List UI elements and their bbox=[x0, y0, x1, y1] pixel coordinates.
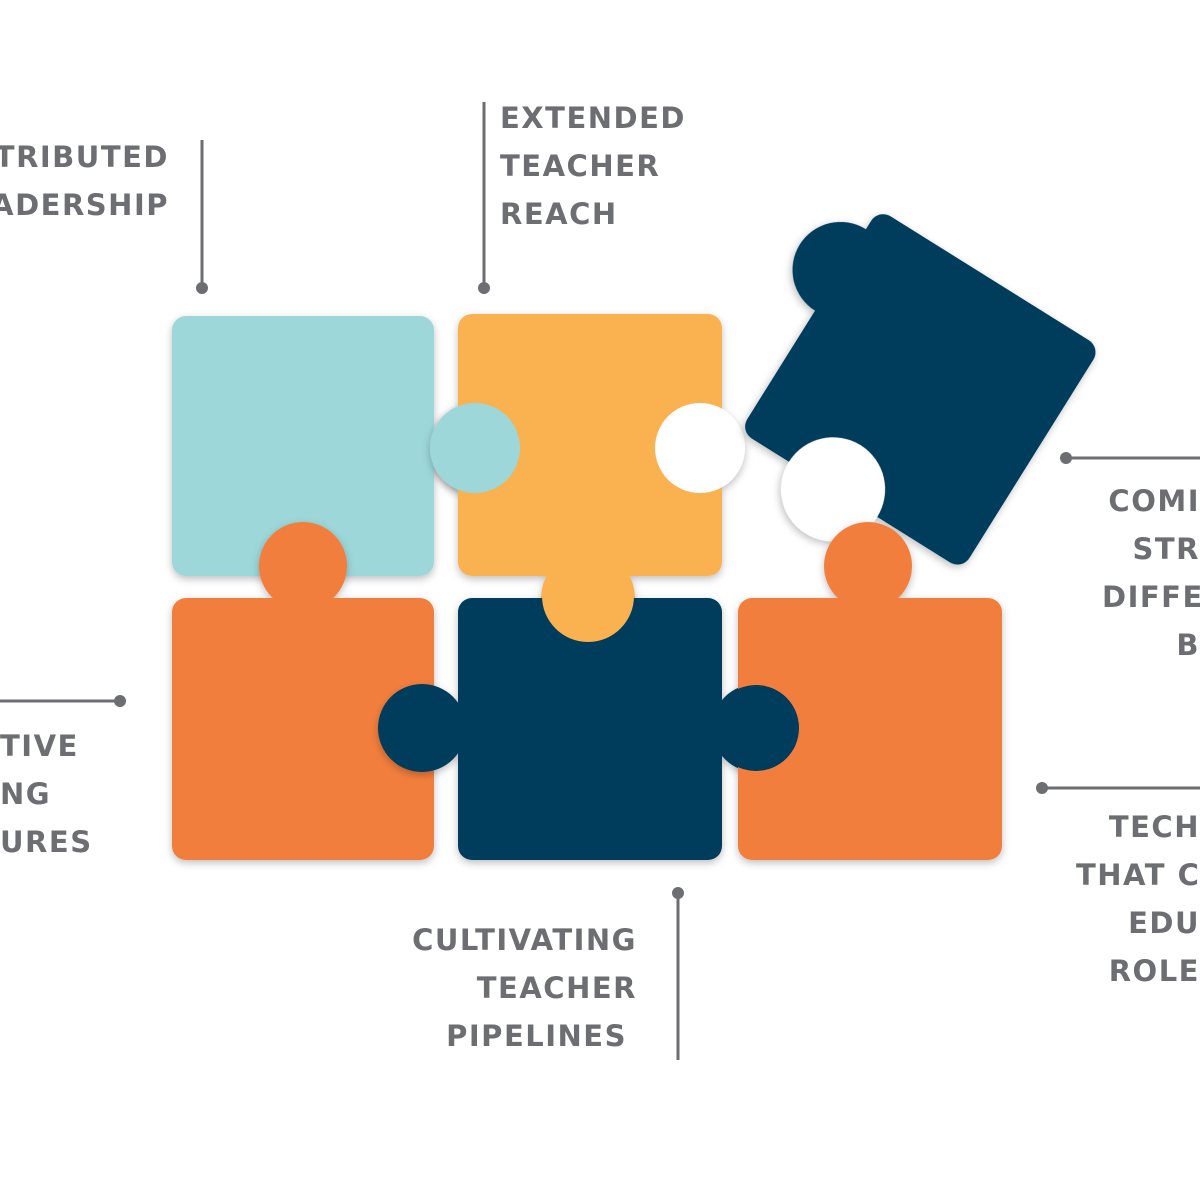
puzzle-piece-navy-rotated bbox=[745, 214, 1096, 565]
label-line: EXTENDED bbox=[500, 101, 686, 135]
label-distributed-leadership: TRIBUTED ADERSHIP bbox=[0, 133, 169, 229]
label-line: ROLE bbox=[1108, 954, 1200, 988]
label-line: TECH bbox=[1108, 810, 1200, 844]
label-line: PIPELINES bbox=[446, 1019, 627, 1053]
label-line: TIVE bbox=[0, 729, 79, 763]
connector-dot-collaborative bbox=[114, 695, 126, 707]
connector-dot-distributed bbox=[196, 282, 208, 294]
label-line: STR bbox=[1132, 532, 1200, 566]
label-line: THAT C bbox=[1076, 858, 1200, 892]
yellow-tab bbox=[542, 550, 634, 642]
label-tech-roles: TECH THAT C EDU ROLE bbox=[1076, 803, 1200, 995]
connector-dot-cultivating bbox=[672, 887, 684, 899]
label-community-strengths: COMI STR DIFFE B bbox=[1102, 477, 1200, 669]
label-line: B bbox=[1176, 628, 1200, 662]
label-line: COMI bbox=[1108, 484, 1200, 518]
puzzle-piece-orange-right bbox=[738, 522, 1002, 860]
connector-dot-extended bbox=[478, 282, 490, 294]
label-line: URES bbox=[0, 825, 93, 859]
label-line: EDU bbox=[1128, 906, 1200, 940]
label-line: CULTIVATING bbox=[412, 923, 637, 957]
connector-dot-tech bbox=[1036, 782, 1048, 794]
label-collaborative-structures: TIVE NG URES bbox=[0, 722, 93, 866]
label-line: NG bbox=[0, 777, 52, 811]
label-line: ADERSHIP bbox=[0, 188, 169, 222]
label-extended-teacher-reach: EXTENDED TEACHER REACH bbox=[500, 94, 686, 238]
label-line: TRIBUTED bbox=[0, 140, 169, 174]
puzzle-piece-orange-left bbox=[172, 522, 434, 860]
navy-tab-right bbox=[713, 685, 799, 771]
label-line: TEACHER bbox=[476, 971, 637, 1005]
label-line: TEACHER bbox=[500, 149, 661, 183]
label-cultivating-teacher-pipelines: CULTIVATING TEACHER PIPELINES bbox=[412, 916, 637, 1060]
connector-dot-community bbox=[1060, 452, 1072, 464]
teal-tab bbox=[431, 404, 519, 492]
label-line: REACH bbox=[500, 197, 618, 231]
label-line: DIFFE bbox=[1102, 580, 1200, 614]
connector-lines bbox=[0, 102, 1200, 1060]
